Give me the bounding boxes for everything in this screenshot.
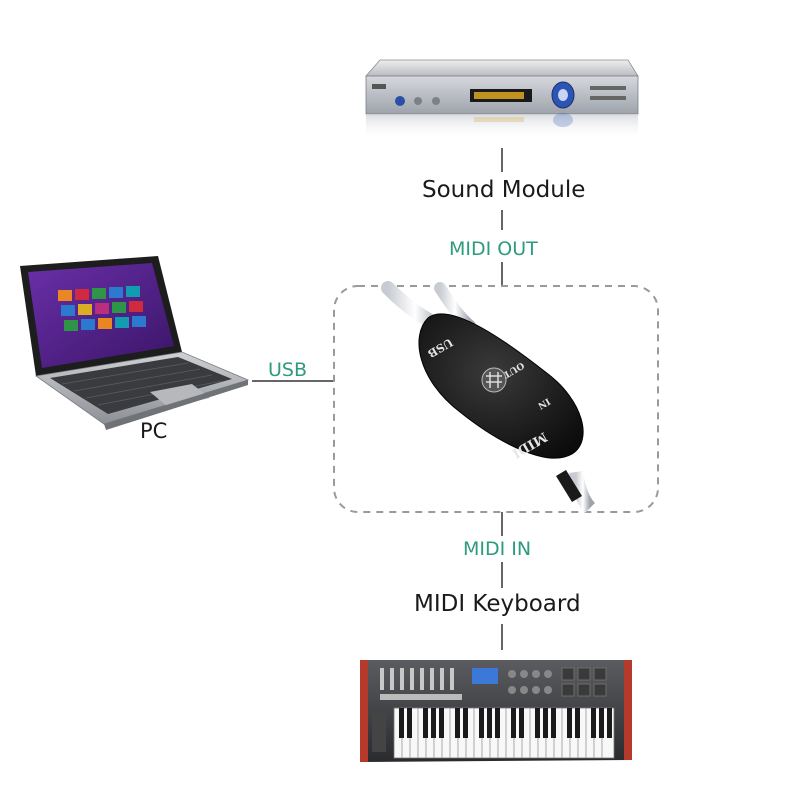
label-sound-module: Sound Module — [422, 177, 586, 203]
label-usb: USB — [268, 359, 308, 381]
label-midi-in: MIDI IN — [463, 538, 532, 560]
label-pc: PC — [140, 419, 168, 443]
label-midi-out: MIDI OUT — [449, 238, 538, 260]
adapter-dashed-frame — [333, 285, 659, 513]
label-midi-keyboard: MIDI Keyboard — [414, 591, 581, 617]
